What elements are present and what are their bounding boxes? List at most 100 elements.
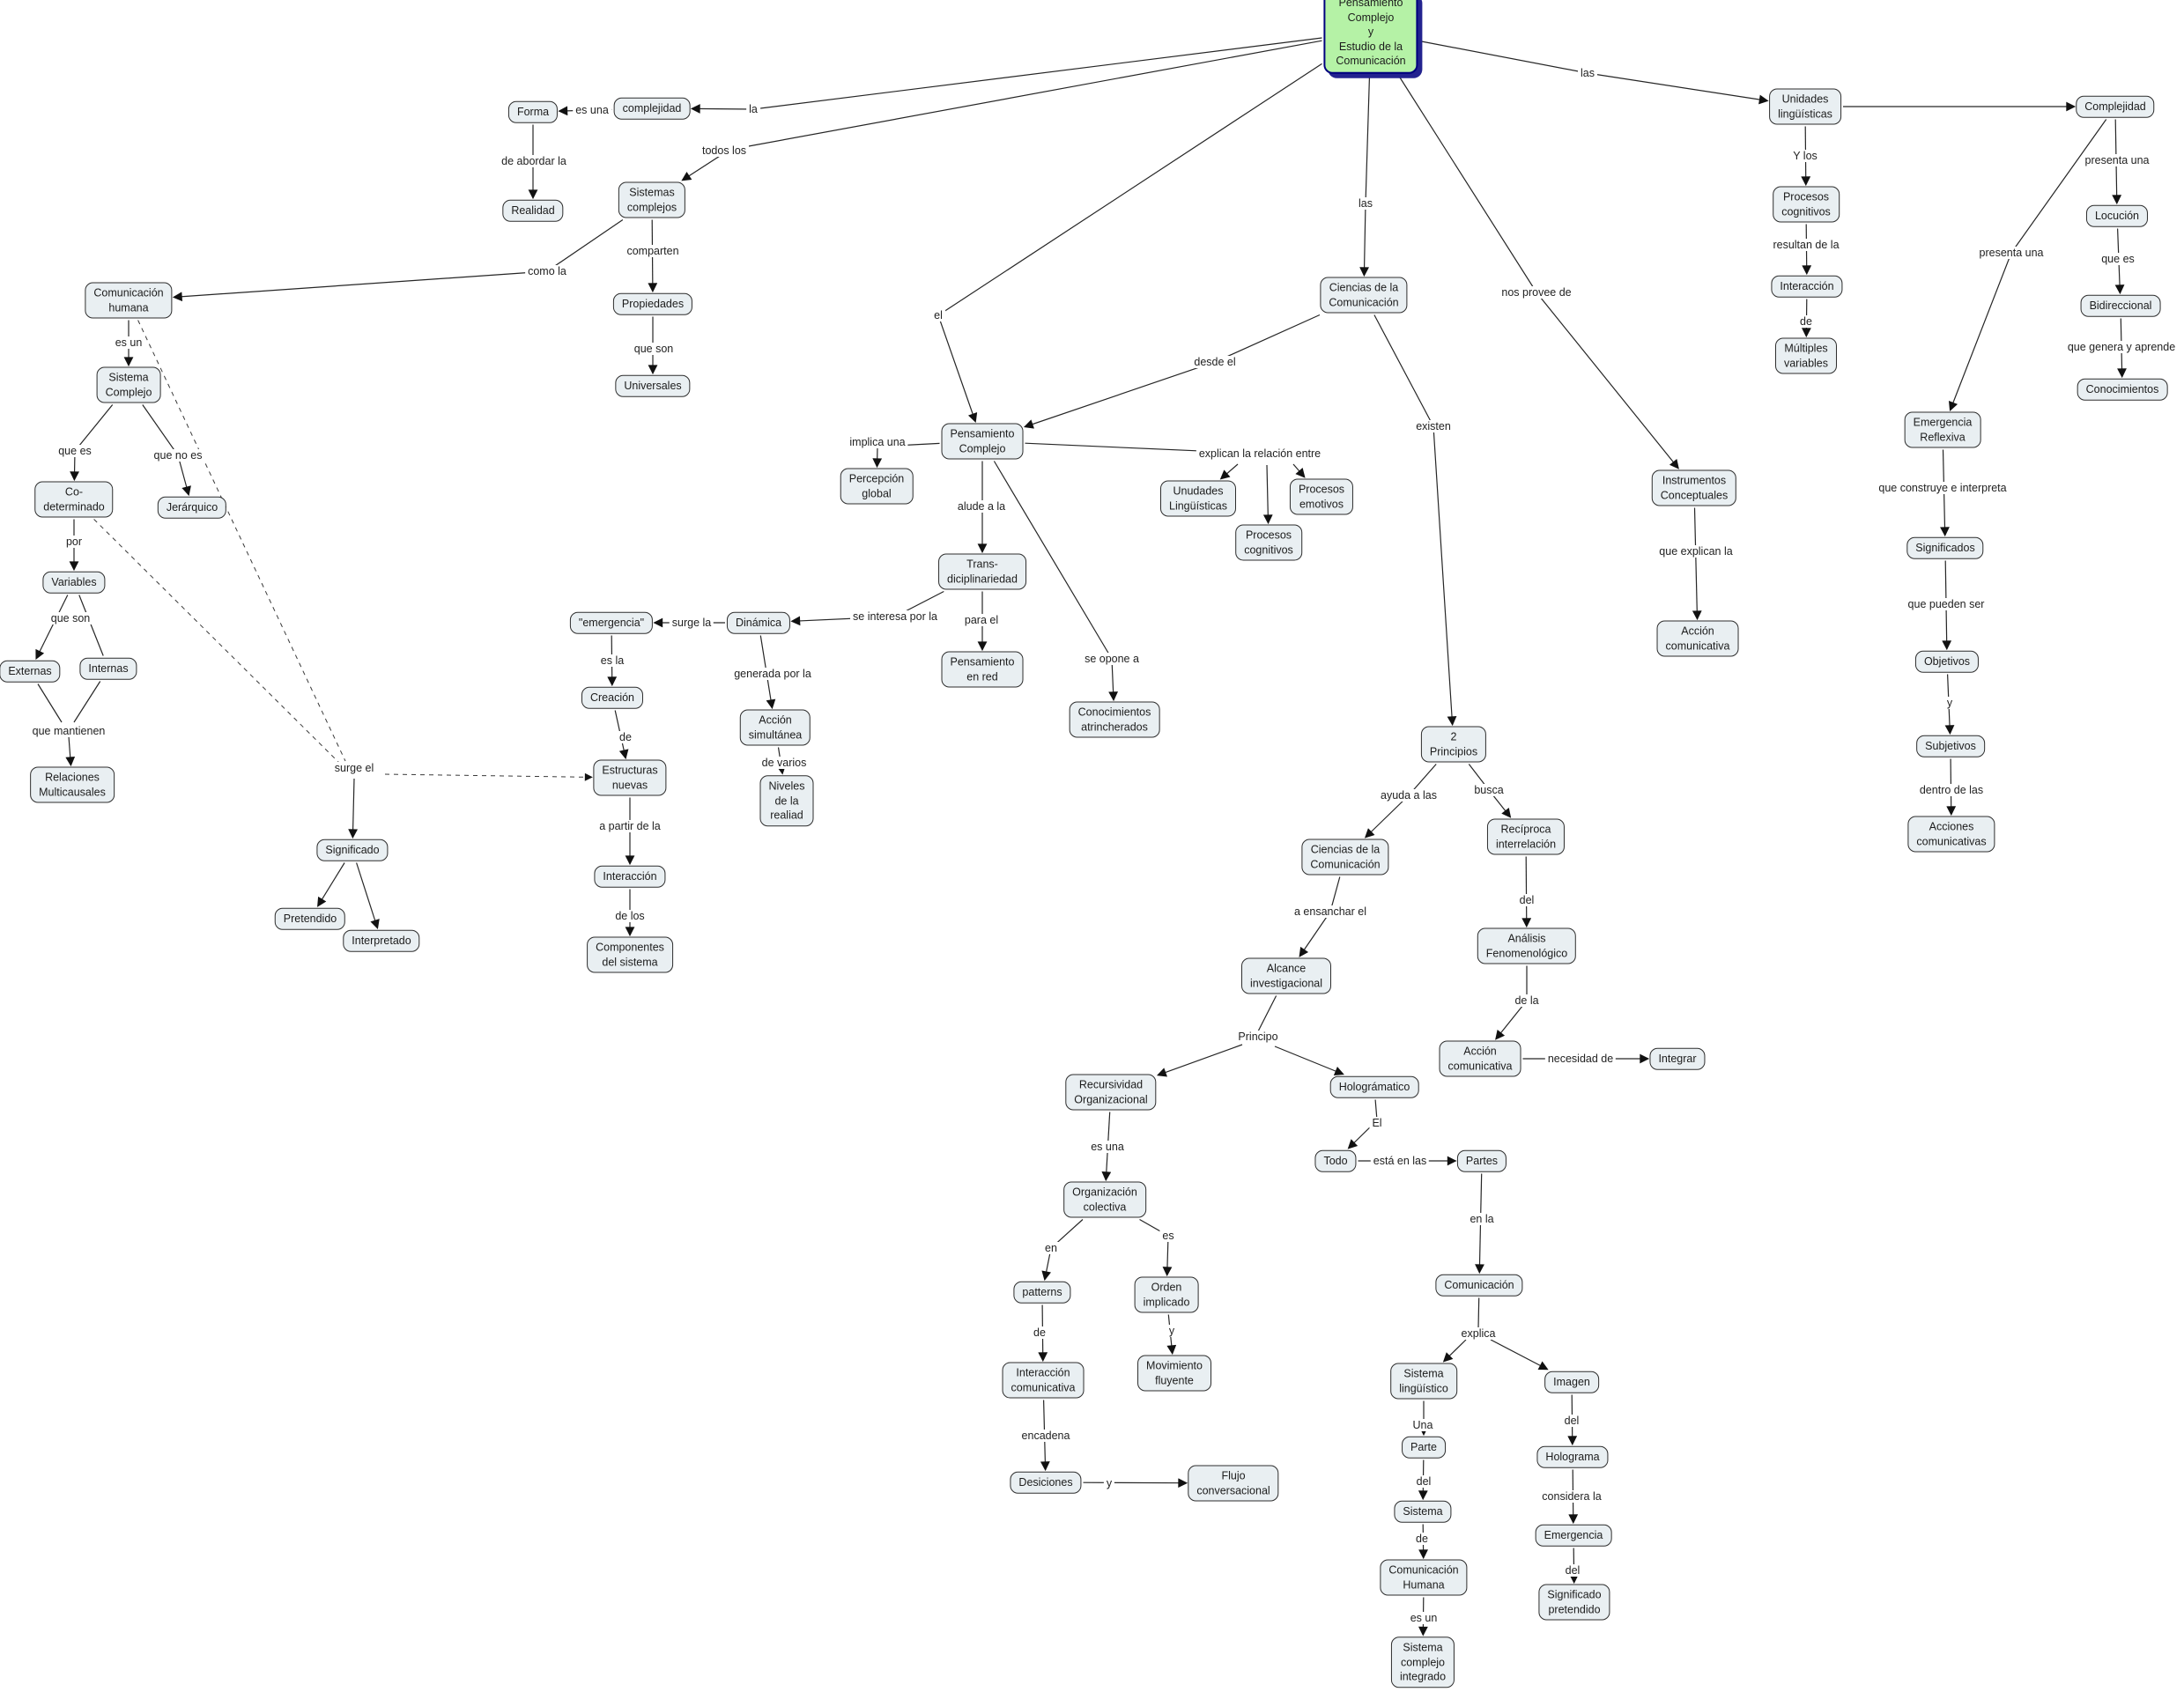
- link-label[interactable]: del: [1516, 894, 1537, 906]
- link-label[interactable]: es la: [597, 654, 627, 667]
- link-label[interactable]: que genera y aprende: [2064, 341, 2179, 353]
- concept-node-estructuras[interactable]: Estructuras nuevas: [593, 759, 667, 796]
- concept-node-root[interactable]: Pensamiento Complejo y Estudio de la Com…: [1323, 0, 1418, 74]
- concept-node-holograma[interactable]: Holograma: [1536, 1445, 1609, 1468]
- concept-node-codeterminado[interactable]: Co-determinado: [34, 481, 114, 518]
- link-label[interactable]: las: [1578, 67, 1597, 79]
- concept-node-reciproca[interactable]: Recíproca interrelación: [1486, 818, 1566, 855]
- link-label[interactable]: en: [1042, 1242, 1060, 1254]
- link-label[interactable]: alude a la: [954, 500, 1009, 513]
- link-label[interactable]: nos provee de: [1499, 286, 1574, 299]
- concept-node-comunicacion_b[interactable]: Comunicación: [1435, 1274, 1523, 1297]
- link-label[interactable]: a partir de la: [596, 820, 663, 832]
- link-label[interactable]: Y los: [1790, 150, 1820, 162]
- link-label[interactable]: que son: [631, 343, 677, 355]
- concept-node-emereflexiva[interactable]: Emergencia Reflexiva: [1904, 411, 1981, 448]
- concept-node-variables[interactable]: Variables: [42, 571, 106, 594]
- concept-node-imagen[interactable]: Imagen: [1544, 1371, 1599, 1393]
- link-label[interactable]: resultan de la: [1770, 239, 1842, 251]
- concept-node-objetivos[interactable]: Objetivos: [1914, 650, 1980, 673]
- link-label[interactable]: ayuda a las: [1378, 789, 1440, 802]
- concept-node-instrumentos[interactable]: Instrumentos Conceptuales: [1651, 469, 1737, 506]
- concept-node-emergencia_q[interactable]: "emergencia": [569, 611, 654, 634]
- link-label[interactable]: desde el: [1191, 356, 1239, 368]
- link-label[interactable]: que son: [48, 612, 93, 624]
- link-label[interactable]: se interesa por la: [850, 610, 940, 623]
- link-label[interactable]: el: [931, 309, 945, 321]
- link-label[interactable]: presenta una: [2082, 154, 2152, 166]
- concept-node-accioncom_r[interactable]: Acción comunicativa: [1656, 620, 1739, 657]
- concept-node-subjetivos[interactable]: Subjetivos: [1916, 735, 1985, 757]
- link-label[interactable]: y: [1943, 697, 1956, 709]
- concept-node-bidireccional[interactable]: Bidireccional: [2080, 294, 2161, 317]
- concept-node-ciencias_s[interactable]: Ciencias de la Comunicación: [1301, 839, 1389, 876]
- link-label[interactable]: busca: [1471, 784, 1507, 796]
- concept-node-conocimientos[interactable]: Conocimientos: [2077, 378, 2168, 401]
- concept-node-significados[interactable]: Significados: [1906, 536, 1984, 559]
- link-label[interactable]: de varios: [759, 757, 810, 769]
- concept-node-accioncom_b[interactable]: Acción comunicativa: [1439, 1040, 1521, 1077]
- concept-node-flujoconv[interactable]: Flujo conversacional: [1188, 1465, 1279, 1502]
- concept-node-transdiciplinariedad[interactable]: Trans-diciplinariedad: [938, 553, 1026, 590]
- link-label[interactable]: presenta una: [1976, 247, 2047, 259]
- link-label[interactable]: es una: [1088, 1141, 1127, 1153]
- link-label[interactable]: necesidad de: [1544, 1053, 1617, 1065]
- link-label[interactable]: es: [1159, 1230, 1177, 1242]
- concept-node-dinamica[interactable]: Dinámica: [726, 611, 791, 634]
- concept-node-externas[interactable]: Externas: [0, 660, 61, 683]
- link-label[interactable]: del: [1561, 1415, 1582, 1427]
- concept-node-internas[interactable]: Internas: [79, 657, 137, 680]
- link-label[interactable]: El: [1369, 1117, 1385, 1129]
- link-label[interactable]: del: [1562, 1564, 1583, 1577]
- concept-node-forma[interactable]: Forma: [507, 100, 559, 123]
- link-label[interactable]: que pueden ser: [1905, 598, 1988, 610]
- concept-node-pcomplejo[interactable]: Pensamiento Complejo: [941, 423, 1024, 460]
- link-label[interactable]: es un: [1407, 1612, 1440, 1624]
- link-label[interactable]: para el: [961, 614, 1002, 626]
- concept-node-pensred[interactable]: Pensamiento en red: [941, 651, 1024, 688]
- link-label[interactable]: comparten: [624, 245, 682, 257]
- link-label[interactable]: surge la: [669, 617, 714, 629]
- link-label[interactable]: y: [1103, 1477, 1115, 1489]
- link-label[interactable]: y: [1166, 1325, 1178, 1337]
- concept-node-parte[interactable]: Parte: [1402, 1436, 1446, 1459]
- concept-node-integrar[interactable]: Integrar: [1649, 1047, 1706, 1070]
- concept-node-dosprincipios[interactable]: 2 Principios: [1420, 726, 1487, 763]
- link-label[interactable]: explican la relación entre: [1196, 447, 1324, 460]
- concept-node-pretendido[interactable]: Pretendido: [274, 907, 346, 930]
- concept-node-accsim[interactable]: Acción simultánea: [739, 709, 811, 746]
- concept-node-propiedades[interactable]: Propiedades: [612, 292, 693, 315]
- concept-node-hologramatico[interactable]: Holográmatico: [1329, 1075, 1419, 1098]
- link-label[interactable]: del: [1413, 1475, 1434, 1488]
- link-label[interactable]: que es: [2099, 253, 2137, 265]
- link-label[interactable]: surge el: [331, 762, 377, 774]
- concept-node-interaccion_c[interactable]: Interacción: [594, 865, 666, 888]
- concept-node-comhumana[interactable]: Comunicación humana: [85, 282, 173, 319]
- link-label[interactable]: está en las: [1370, 1155, 1430, 1167]
- link-label[interactable]: es un: [112, 336, 145, 349]
- concept-node-sistcomplejos[interactable]: Sistemas complejos: [618, 181, 686, 218]
- link-label[interactable]: de abordar la: [499, 155, 569, 167]
- concept-node-jerarquico[interactable]: Jerárquico: [157, 496, 227, 519]
- concept-node-conatrincherados[interactable]: Conocimientos atrincherados: [1069, 701, 1160, 738]
- concept-node-complejidad[interactable]: complejidad: [613, 97, 691, 120]
- concept-node-unudades[interactable]: Unudades Lingüísticas: [1159, 480, 1237, 517]
- concept-node-unidadesling[interactable]: Unidades lingüísticas: [1769, 88, 1841, 125]
- concept-node-partes[interactable]: Partes: [1456, 1149, 1507, 1172]
- link-label[interactable]: de los: [612, 910, 648, 922]
- concept-node-interaccion_r[interactable]: Interacción: [1771, 275, 1843, 298]
- concept-node-accionescom[interactable]: Acciones comunicativas: [1907, 816, 1995, 853]
- concept-node-interpretado[interactable]: Interpretado: [343, 929, 420, 952]
- link-label[interactable]: generada por la: [731, 668, 814, 680]
- concept-node-percepcion[interactable]: Percepción global: [840, 468, 914, 505]
- concept-node-ordenimplicado[interactable]: Orden implicado: [1134, 1276, 1199, 1313]
- link-label[interactable]: que no es: [151, 449, 205, 462]
- concept-node-sigpretendido[interactable]: Significado pretendido: [1538, 1584, 1610, 1621]
- link-label[interactable]: Una: [1410, 1419, 1436, 1431]
- link-label[interactable]: que mantienen: [29, 725, 108, 737]
- concept-node-locucion[interactable]: Locución: [2085, 204, 2149, 227]
- link-label[interactable]: en la: [1467, 1213, 1497, 1225]
- concept-node-desiciones[interactable]: Desiciones: [1010, 1471, 1082, 1494]
- concept-node-movfluyente[interactable]: Movimiento fluyente: [1137, 1355, 1211, 1392]
- link-label[interactable]: es una: [573, 104, 611, 116]
